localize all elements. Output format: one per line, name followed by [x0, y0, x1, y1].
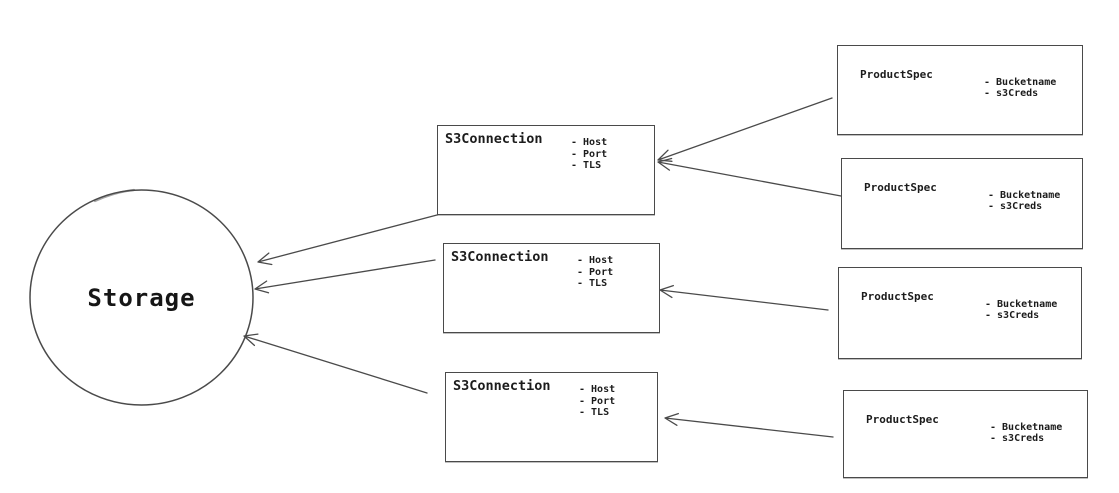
attribute-s3creds: - s3Creds	[985, 309, 1040, 321]
arrow-s3connection3-to-storage[interactable]	[243, 333, 428, 394]
node-title: S3Connection	[451, 249, 549, 265]
attribute-tls: - TLS	[571, 160, 602, 171]
attribute-bucketname: - Bucketname	[985, 299, 1058, 310]
node-title: ProductSpec	[861, 290, 934, 303]
attribute-s3creds: - s3Creds	[988, 200, 1043, 212]
arrow-s3connection2-to-storage[interactable]	[254, 259, 436, 294]
attribute-bucketname: - Bucketname	[988, 190, 1061, 201]
attribute-list: - Bucketname - s3Creds	[984, 77, 1057, 99]
attribute-port: - Port	[571, 148, 608, 160]
attribute-host: - Host	[571, 137, 608, 148]
arrow-productspec1-to-s3connection1[interactable]	[657, 97, 833, 162]
attribute-s3creds: - s3Creds	[990, 432, 1045, 444]
attribute-bucketname: - Bucketname	[984, 77, 1057, 88]
attribute-port: - Port	[579, 395, 616, 407]
attribute-list: - Bucketname - s3Creds	[988, 190, 1061, 212]
node-title: ProductSpec	[866, 413, 939, 426]
arrow-productspec3-to-s3connection2[interactable]	[659, 284, 829, 311]
attribute-list: - Host - Port - TLS	[571, 137, 607, 172]
productspec-node-2[interactable]: ProductSpec - Bucketname - s3Creds	[841, 158, 1083, 249]
attribute-list: - Bucketname - s3Creds	[990, 422, 1063, 444]
node-title: S3Connection	[445, 131, 543, 147]
s3connection-node-1[interactable]: S3Connection - Host - Port - TLS	[437, 125, 655, 215]
s3connection-node-2[interactable]: S3Connection - Host - Port - TLS	[443, 243, 660, 333]
attribute-s3creds: - s3Creds	[984, 87, 1039, 99]
node-title: ProductSpec	[860, 68, 933, 81]
productspec-node-4[interactable]: ProductSpec - Bucketname - s3Creds	[843, 390, 1088, 478]
arrow-s3connection1-to-storage[interactable]	[257, 214, 438, 266]
attribute-list: - Host - Port - TLS	[577, 255, 613, 290]
node-title: ProductSpec	[864, 181, 937, 194]
attribute-list: - Host - Port - TLS	[579, 384, 615, 419]
arrow-productspec2-to-s3connection1[interactable]	[657, 157, 842, 197]
productspec-node-1[interactable]: ProductSpec - Bucketname - s3Creds	[837, 45, 1083, 135]
storage-circle[interactable]	[29, 189, 254, 406]
attribute-tls: - TLS	[577, 278, 608, 289]
productspec-node-3[interactable]: ProductSpec - Bucketname - s3Creds	[838, 267, 1082, 359]
node-title: S3Connection	[453, 378, 551, 394]
attribute-tls: - TLS	[579, 407, 610, 418]
attribute-bucketname: - Bucketname	[990, 422, 1063, 433]
attribute-port: - Port	[577, 266, 614, 278]
arrow-productspec4-to-s3connection3[interactable]	[664, 412, 834, 438]
attribute-host: - Host	[579, 384, 616, 395]
storage-circle-sketch-seam	[93, 188, 136, 203]
attribute-host: - Host	[577, 255, 614, 266]
attribute-list: - Bucketname - s3Creds	[985, 299, 1058, 321]
s3connection-node-3[interactable]: S3Connection - Host - Port - TLS	[445, 372, 658, 462]
